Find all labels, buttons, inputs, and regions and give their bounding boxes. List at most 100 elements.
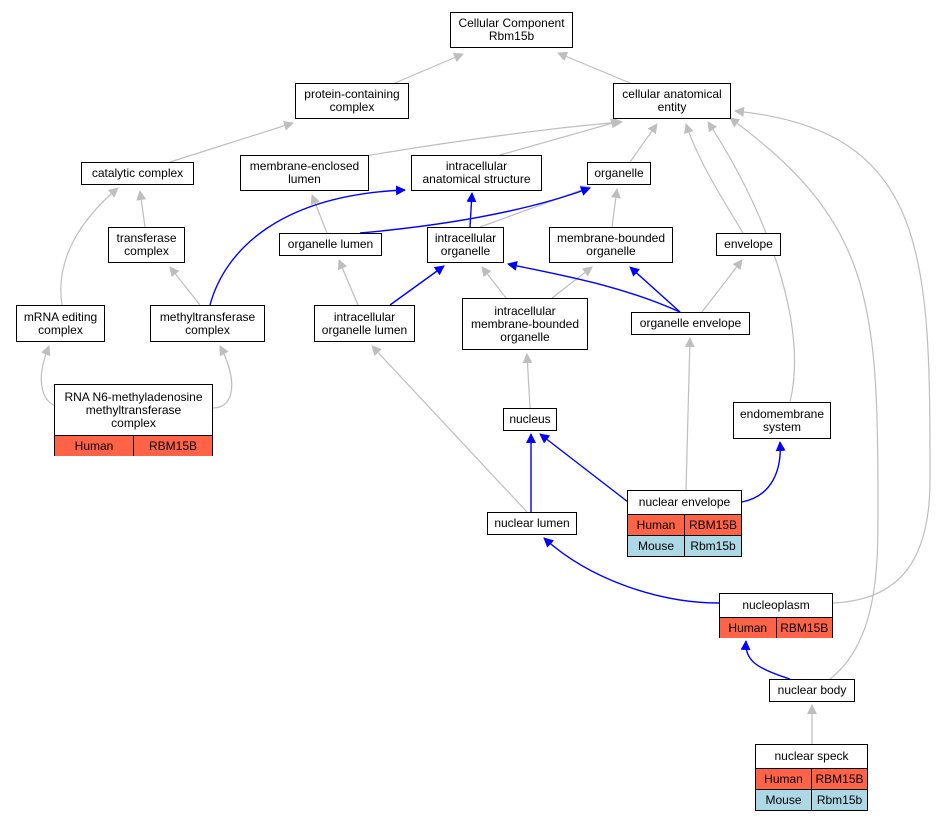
node-intracellular-organelle-lumen[interactable]: intracellular organelle lumen xyxy=(314,305,415,342)
is-a-edge-membrane-bounded-organelle-to-organelle xyxy=(610,188,621,228)
node-nuclear-lumen[interactable]: nuclear lumen xyxy=(487,512,577,535)
node-endomembrane-system[interactable]: endomembrane system xyxy=(733,402,831,439)
node-membrane-enclosed-lumen[interactable]: membrane-enclosed lumen xyxy=(240,155,369,191)
node-envelope[interactable]: envelope xyxy=(716,233,781,256)
part-of-edge-organelle-envelope-to-intracellular-organelle xyxy=(507,260,681,313)
node-nucleus[interactable]: nucleus xyxy=(503,408,557,431)
is-a-edge-intracellular-organelle-lumen-to-organelle-lumen xyxy=(337,259,359,306)
node-nuclear-envelope[interactable]: nuclear envelope Human RBM15B Mouse Rbm1… xyxy=(627,490,742,557)
is-a-edge-nucleus-to-intracellular-membrane-bounded-organelle xyxy=(522,353,533,409)
node-cellular-component[interactable]: Cellular Component Rbm15b xyxy=(450,12,573,48)
node-rna-n6-methyladenosine-methyltransferase-complex[interactable]: RNA N6-methyladenosine methyltransferase… xyxy=(54,384,213,456)
node-intracellular-membrane-bounded-organelle[interactable]: intracellular membrane-bounded organelle xyxy=(462,298,588,350)
is-a-edge-nucleoplasm-to-cellular-anatomical-entity xyxy=(734,106,931,604)
node-label: nucleoplasm xyxy=(742,598,810,612)
organism-label: Mouse xyxy=(765,792,802,807)
node-label: nucleus xyxy=(509,412,551,426)
is-a-edge-organelle-lumen-to-membrane-enclosed-lumen xyxy=(310,194,328,234)
is-a-edge-nuclear-body-to-cellular-anatomical-entity xyxy=(729,117,879,680)
node-label: protein-containing complex xyxy=(304,87,400,114)
node-intracellular-organelle[interactable]: intracellular organelle xyxy=(427,227,504,263)
node-label: RNA N6-methyladenosine methyltransferase… xyxy=(64,389,203,430)
is-a-edge-intracellular-membrane-bounded-organelle-to-membrane-bounded-organelle xyxy=(551,266,593,299)
gene-symbol: Rbm15b xyxy=(811,790,867,810)
node-label: intracellular membrane-bounded organelle xyxy=(470,303,580,344)
is-a-edge-cellular-anatomical-entity-to-cellular-component xyxy=(557,51,631,84)
node-label: mRNA editing complex xyxy=(23,309,98,337)
gene-symbol: Rbm15b xyxy=(684,536,741,556)
node-label: membrane-enclosed lumen xyxy=(249,159,360,186)
node-label: intracellular organelle lumen xyxy=(321,309,408,337)
part-of-edge-methyltransferase-complex-to-intracellular-anatomical-structure xyxy=(209,185,406,306)
is-a-edge-transferase-complex-to-catalytic-complex xyxy=(136,190,147,228)
node-label: organelle envelope xyxy=(639,316,742,330)
human-annotation-row: Human RBM15B xyxy=(756,768,867,789)
human-annotation-row: Human RBM15B xyxy=(55,435,212,456)
node-organelle-envelope[interactable]: organelle envelope xyxy=(631,312,750,335)
node-intracellular-anatomical-structure[interactable]: intracellular anatomical structure xyxy=(411,155,542,191)
is-a-edge-organelle-envelope-to-envelope xyxy=(701,259,743,313)
organism-label: Human xyxy=(764,771,803,786)
gene-symbol: RBM15B xyxy=(775,618,833,638)
is-a-edge-mrna-editing-complex-to-catalytic-complex xyxy=(60,187,119,306)
node-organelle-lumen[interactable]: organelle lumen xyxy=(279,233,382,256)
gene-symbol: RBM15B xyxy=(684,515,741,535)
organism-label: Human xyxy=(74,438,114,453)
node-transferase-complex[interactable]: transferase complex xyxy=(108,227,185,263)
node-label: methyltransferase complex xyxy=(159,309,256,337)
is-a-edge-intracellular-anatomical-structure-to-cellular-anatomical-entity xyxy=(499,118,621,156)
part-of-edge-intracellular-organelle-lumen-to-intracellular-organelle xyxy=(389,265,445,306)
node-mrna-editing-complex[interactable]: mRNA editing complex xyxy=(16,305,105,342)
node-label: intracellular anatomical structure xyxy=(422,159,531,186)
node-catalytic-complex[interactable]: catalytic complex xyxy=(81,162,194,185)
part-of-edge-organelle-envelope-to-membrane-bounded-organelle xyxy=(629,266,681,313)
node-label: organelle xyxy=(594,166,644,180)
node-protein-containing-complex[interactable]: protein-containing complex xyxy=(295,83,409,119)
gene-symbol: RBM15B xyxy=(811,769,867,789)
node-label: envelope xyxy=(724,237,773,251)
node-label: organelle lumen xyxy=(287,237,374,251)
node-label: transferase complex xyxy=(116,231,177,258)
node-label: nuclear speck xyxy=(774,749,849,763)
organism-label: Human xyxy=(636,517,676,532)
node-label: nuclear envelope xyxy=(638,495,731,509)
organism-label: Mouse xyxy=(637,538,675,553)
node-label: cellular anatomical entity xyxy=(622,87,722,114)
organism-label: Human xyxy=(728,620,768,635)
node-label: nuclear body xyxy=(777,683,847,697)
is-a-edge-membrane-enclosed-lumen-to-cellular-anatomical-entity xyxy=(364,117,623,157)
node-label: catalytic complex xyxy=(91,166,184,180)
part-of-edge-nuclear-body-to-nucleoplasm xyxy=(740,640,791,680)
node-label: Cellular Component Rbm15b xyxy=(458,16,565,43)
node-methyltransferase-complex[interactable]: methyltransferase complex xyxy=(150,305,265,342)
node-label: nuclear lumen xyxy=(494,516,570,530)
node-label: intracellular organelle xyxy=(434,231,497,258)
part-of-edge-nuclear-envelope-to-endomembrane-system xyxy=(741,441,786,503)
is-a-edge-catalytic-complex-to-protein-containing-complex xyxy=(169,120,294,163)
is-a-edge-protein-containing-complex-to-cellular-component xyxy=(394,52,464,84)
node-membrane-bounded-organelle[interactable]: membrane-bounded organelle xyxy=(549,227,673,263)
node-cellular-anatomical-entity[interactable]: cellular anatomical entity xyxy=(613,83,731,119)
mouse-annotation-row: Mouse Rbm15b xyxy=(756,789,867,810)
part-of-edge-nucleoplasm-to-nuclear-lumen xyxy=(543,537,720,604)
node-organelle[interactable]: organelle xyxy=(587,162,651,185)
node-nuclear-body[interactable]: nuclear body xyxy=(769,679,855,702)
is-a-edge-endomembrane-system-to-cellular-anatomical-entity xyxy=(707,121,796,403)
is-a-edge-nuclear-envelope-to-organelle-envelope xyxy=(684,337,695,491)
is-a-edge-methyltransferase-complex-to-transferase-complex xyxy=(169,266,201,306)
part-of-edge-intracellular-organelle-to-intracellular-anatomical-structure xyxy=(466,192,477,228)
node-nuclear-speck[interactable]: nuclear speck Human RBM15B Mouse Rbm15b xyxy=(755,744,868,811)
is-a-edge-rna-n6-complex-to-methyltransferase-complex xyxy=(212,345,233,409)
mouse-annotation-row: Mouse Rbm15b xyxy=(628,535,741,556)
node-nucleoplasm[interactable]: nucleoplasm Human RBM15B xyxy=(719,593,833,638)
human-annotation-row: Human RBM15B xyxy=(628,514,741,535)
node-label: membrane-bounded organelle xyxy=(556,231,666,258)
gene-symbol: RBM15B xyxy=(133,436,212,456)
is-a-edge-envelope-to-cellular-anatomical-entity xyxy=(684,123,744,234)
human-annotation-row: Human RBM15B xyxy=(720,617,832,638)
is-a-edge-organelle-to-cellular-anatomical-entity xyxy=(629,123,658,163)
is-a-edge-intracellular-membrane-bounded-organelle-to-intracellular-organelle xyxy=(481,266,507,299)
part-of-edge-nuclear-envelope-to-nucleus xyxy=(539,433,629,503)
